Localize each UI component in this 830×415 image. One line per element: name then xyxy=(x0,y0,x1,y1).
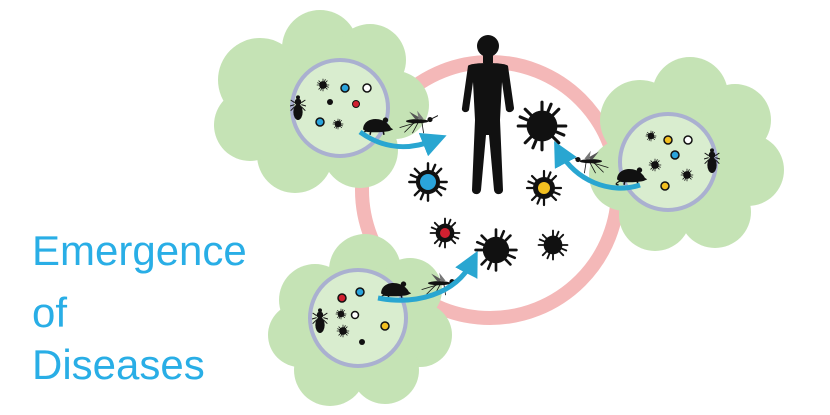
reservoir-pathogens-3 xyxy=(312,287,390,345)
title-line-1: Emergence xyxy=(32,227,247,274)
human-silhouette-icon xyxy=(461,35,514,195)
virus-icon xyxy=(429,217,461,249)
title-line-3: Diseases xyxy=(32,341,205,388)
reservoir-pathogens-2 xyxy=(645,130,720,191)
transmission-path-2 xyxy=(554,140,648,191)
virus-icon xyxy=(408,162,448,202)
reservoir-pathogens-1 xyxy=(290,78,372,130)
transmission-path-3 xyxy=(377,250,478,303)
virus-icon xyxy=(525,169,563,207)
title-line-2: of xyxy=(32,289,68,336)
virus-icon xyxy=(516,100,568,152)
host-pathogens xyxy=(408,100,569,272)
arrow-icon xyxy=(358,129,447,157)
transmission-path-1 xyxy=(358,110,447,157)
arrow-icon xyxy=(554,140,641,191)
arrow-icon xyxy=(377,250,478,303)
reservoir-cloud-top-left xyxy=(214,10,429,193)
virus-icon xyxy=(537,229,569,261)
reservoir-ring-2 xyxy=(618,112,718,212)
virus-icon xyxy=(474,228,518,272)
